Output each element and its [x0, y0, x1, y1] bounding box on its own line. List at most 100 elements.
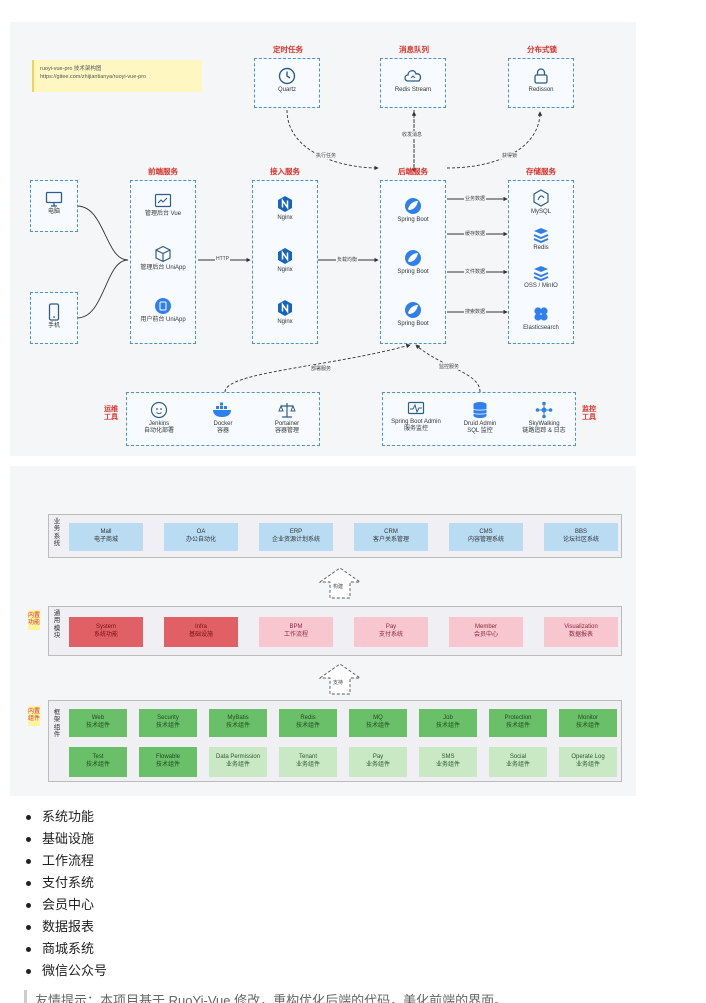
- list-item: 支付系统: [24, 872, 107, 894]
- frontend-node-1: 管理后台 Vue: [144, 211, 182, 217]
- nginx-icon: [278, 300, 292, 316]
- storage-box: MySQL Redis OSS / MinIO Elasticsearch: [508, 180, 574, 344]
- ops-box: Jenkins 自动化部署 Docker 容器 Portainer 容器管理: [126, 392, 320, 446]
- business-layer-label: 业务系统: [53, 518, 61, 548]
- nginx-icon: [278, 196, 292, 212]
- redisson-label: Redisson: [528, 87, 554, 93]
- title-frontend: 前端服务: [148, 167, 178, 176]
- edge-label-biz: 业务数据: [464, 195, 487, 202]
- backend-box: Spring Boot Spring Boot Spring Boot: [380, 180, 446, 344]
- edge-get-lock: [446, 111, 543, 169]
- list-item: 数据报表: [24, 916, 107, 938]
- spring-icon: [405, 198, 421, 214]
- list-item: 商城系统: [24, 938, 107, 960]
- docker-icon: [213, 402, 231, 417]
- framework-layer-label: 框架组件: [53, 709, 61, 739]
- support-arrow-label: 支持: [332, 679, 345, 686]
- mon-sw-desc: 链路追踪 & 日志: [522, 427, 566, 434]
- project-note: ruoyi-vue-pro 技术架构图 https://gitee.com/zh…: [32, 60, 202, 92]
- redis-icon: [533, 228, 549, 244]
- pc-client-box: 电脑: [30, 180, 78, 232]
- nginx-icon: [278, 248, 292, 264]
- build-arrow-label: 构建: [332, 583, 345, 590]
- cloud-icon: [404, 70, 422, 82]
- mobile-client-box: 手机: [30, 292, 78, 344]
- title-storage: 存储服务: [526, 167, 556, 176]
- gateway-node-3: Nginx: [277, 319, 293, 325]
- mini-app-icon: [155, 298, 171, 314]
- builtin-components-tag: 内置组件: [28, 706, 40, 726]
- database-icon: [473, 402, 487, 418]
- frontend-node-2: 管理后台 UniApp: [140, 265, 186, 271]
- list-item: 系统功能: [24, 806, 107, 828]
- note-url[interactable]: https://gitee.com/zhijiantianya/ruoyi-vu…: [40, 74, 147, 81]
- cube-icon: [155, 245, 171, 263]
- backend-node-1: Spring Boot: [397, 217, 429, 223]
- ops-title: 运维工具: [104, 406, 118, 422]
- list-item: 基础设施: [24, 828, 107, 850]
- title-backend: 后端服务: [398, 167, 428, 176]
- edge-label-lb: 负载均衡: [336, 256, 359, 263]
- ops-docker-desc: 容器: [216, 427, 229, 434]
- ops-jenkins-desc: 自动化部署: [143, 427, 174, 434]
- mon-sba-name: Spring Boot Admin: [391, 419, 441, 425]
- tip-blockquote: 友情提示：本项目基于 RuoYi-Vue 修改，重构优化后端的代码，美化前端的界…: [24, 990, 704, 1003]
- admin-dashboard-icon: [154, 193, 172, 208]
- storage-node-mysql: MySQL: [530, 209, 551, 215]
- list-item: 会员中心: [24, 894, 107, 916]
- list-item: 微信公众号: [24, 960, 107, 982]
- monitoring-box: Spring Boot Admin 服务监控 Druid Admin SQL 监…: [382, 392, 576, 446]
- title-distributed: 分布式锁: [527, 45, 557, 54]
- storage-node-oss: OSS / MinIO: [524, 283, 558, 289]
- admin-monitor-icon: [407, 401, 425, 415]
- frontend-node-3: 用户前台 UniApp: [140, 317, 186, 323]
- edge-monitor: [415, 344, 481, 393]
- ops-docker-name: Docker: [213, 421, 233, 427]
- quartz-label: Quartz: [277, 87, 296, 93]
- storage-node-redis: Redis: [533, 245, 549, 251]
- edge-label-monitor: 监控服务: [438, 363, 461, 370]
- redisson-box: Redisson: [508, 58, 574, 108]
- mon-sw-name: SkyWalking: [528, 421, 560, 427]
- mon-druid-desc: SQL 监控: [467, 427, 493, 434]
- spring-icon: [405, 250, 421, 266]
- spring-icon: [405, 302, 421, 318]
- edge-label-send-msg: 收发消息: [401, 131, 424, 138]
- ops-portainer-name: Portainer: [274, 421, 300, 427]
- monitor-icon: [45, 191, 63, 207]
- backend-node-3: Spring Boot: [397, 321, 429, 327]
- edge-label-get-lock: 获得锁: [501, 152, 519, 159]
- lock-icon: [534, 68, 548, 84]
- edge-label-deploy: 部署服务: [310, 365, 333, 372]
- edge-label-search: 搜索数据: [464, 308, 487, 315]
- pc-label: 电脑: [47, 209, 60, 215]
- edge-mobile-frontend: [76, 259, 129, 319]
- quartz-box: Quartz: [254, 58, 320, 108]
- skywalking-icon: [535, 401, 553, 419]
- feature-list: 系统功能 基础设施 工作流程 支付系统 会员中心 数据报表 商城系统 微信公众号: [24, 806, 107, 982]
- title-queue: 消息队列: [399, 45, 429, 54]
- phone-icon: [48, 303, 60, 321]
- builtin-features-tag: 内置功能: [28, 610, 40, 630]
